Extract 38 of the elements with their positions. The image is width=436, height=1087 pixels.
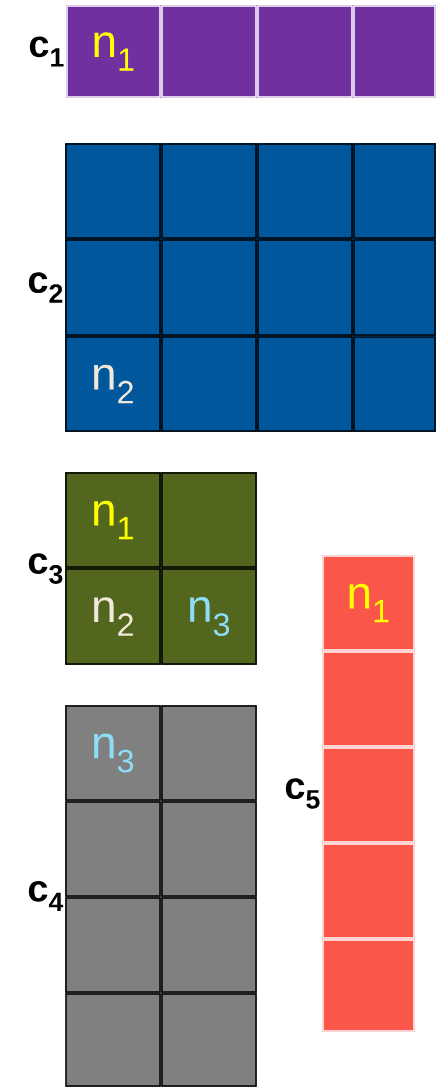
grid-cell — [353, 239, 436, 336]
grid-cell — [161, 336, 257, 432]
grid-cell — [322, 939, 415, 1032]
node-label: c$_{5}$ — [285, 778, 320, 809]
grid-cell — [65, 801, 161, 897]
grid-cell — [257, 239, 353, 336]
node-label: c$_{1}$ — [29, 36, 64, 67]
grid-cell — [257, 336, 353, 432]
grid-cell — [353, 5, 436, 98]
grid-cell — [257, 143, 353, 239]
grid-cell — [161, 801, 257, 897]
grid-cell — [353, 336, 436, 432]
grid-cell: n$_{1}$ — [65, 472, 161, 568]
node-label: c$_{2}$ — [28, 272, 63, 303]
grid-cell — [257, 5, 353, 98]
grid-cell: n$_{1}$ — [322, 555, 415, 651]
grid-cell — [65, 993, 161, 1087]
grid-cell: n$_{2}$ — [65, 336, 161, 432]
grid-cell — [322, 651, 415, 747]
grid-cell — [65, 239, 161, 336]
grid-cell — [161, 472, 257, 568]
grid-cell — [322, 843, 415, 939]
grid-cell: n$_{2}$ — [65, 568, 161, 665]
grid-cell — [161, 897, 257, 993]
grid-cell — [65, 143, 161, 239]
grid-cell — [65, 897, 161, 993]
grid-cell — [161, 993, 257, 1087]
grid-cell — [161, 5, 257, 98]
grid-cell — [161, 705, 257, 801]
grid-cell: n$_{3}$ — [161, 568, 257, 665]
node-label: c$_{4}$ — [28, 880, 64, 912]
grid-cell — [161, 143, 257, 239]
grid-cell: n$_{1}$ — [66, 5, 161, 98]
node-label: c$_{3}$ — [28, 553, 63, 584]
grid-cell: n$_{3}$ — [65, 705, 161, 801]
grid-cell — [322, 747, 415, 843]
grid-cell — [161, 239, 257, 336]
grid-cell — [353, 143, 436, 239]
